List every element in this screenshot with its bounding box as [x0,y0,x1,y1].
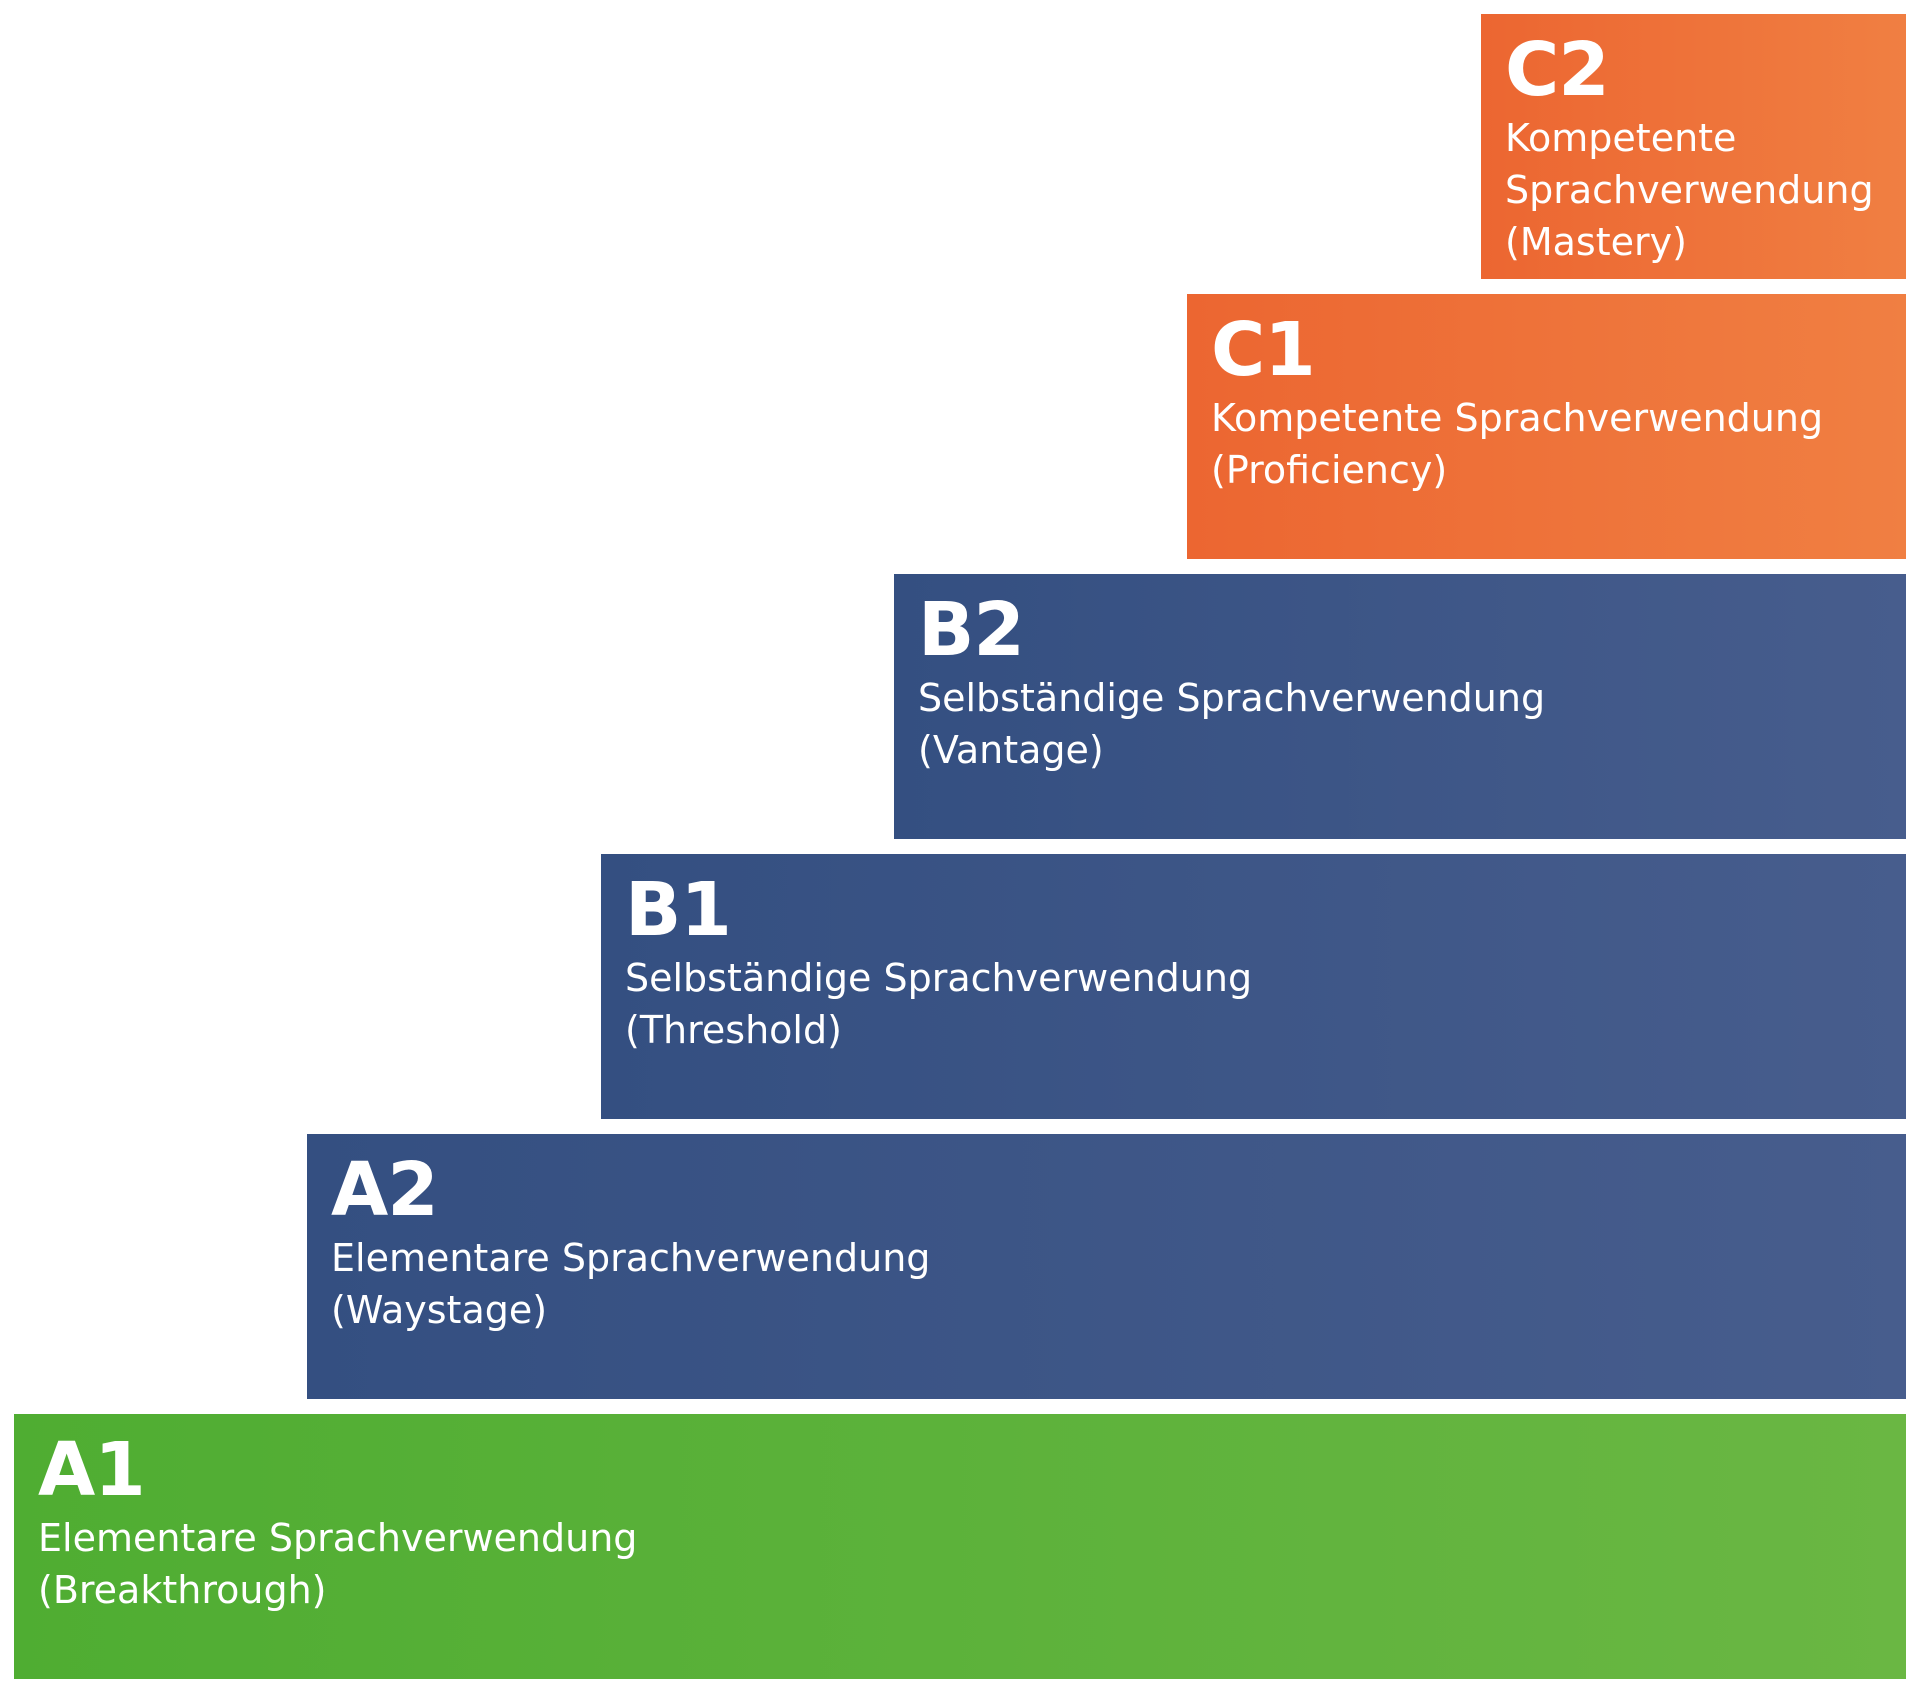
level-code: B2 [918,587,1025,673]
level-description: Elementare Sprachverwendung [331,1236,931,1280]
level-subtitle: (Breakthrough) [38,1568,327,1612]
level-subtitle: (Waystage) [331,1288,548,1332]
level-code: A2 [331,1147,439,1233]
level-step-a1: A1 Elementare Sprachverwendung (Breakthr… [14,1414,1906,1679]
level-step-a2: A2 Elementare Sprachverwendung (Waystage… [307,1134,1906,1399]
level-subtitle: (Threshold) [625,1008,842,1052]
level-description: Selbständige Sprachverwendung [625,956,1253,1000]
level-description: Elementare Sprachverwendung [38,1516,638,1560]
level-step-b2: B2 Selbständige Sprachverwendung (Vantag… [894,574,1906,839]
level-description: Kompetente Sprachverwendung [1505,116,1874,212]
level-code: B1 [625,867,732,953]
level-code: A1 [38,1427,146,1513]
level-description: Selbständige Sprachverwendung [918,676,1546,720]
level-subtitle: (Vantage) [918,728,1104,772]
level-code: C1 [1211,307,1316,393]
level-subtitle: (Mastery) [1505,220,1687,264]
level-step-c1: C1 Kompetente Sprachverwendung (Proficie… [1187,294,1906,559]
level-step-b1: B1 Selbständige Sprachverwendung (Thresh… [601,854,1906,1119]
level-description: Kompetente Sprachverwendung [1211,396,1824,440]
level-code: C2 [1505,27,1610,113]
level-step-c2: C2 Kompetente Sprachverwendung (Mastery) [1481,14,1906,279]
level-subtitle: (Proficiency) [1211,448,1448,492]
